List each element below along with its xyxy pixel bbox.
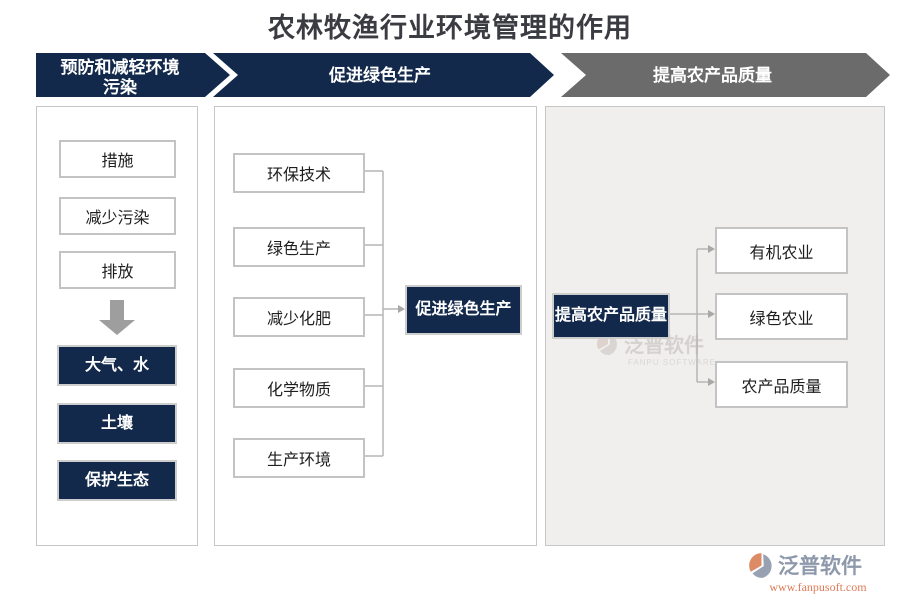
- box-production-environment: 生产环境: [233, 438, 365, 478]
- chevron-band: [36, 53, 890, 97]
- watermark-subtitle-text: FANPU SOFTWARE: [628, 358, 716, 367]
- box-improve-product-quality: 提高农产品质量: [552, 293, 670, 339]
- box-chemicals: 化学物质: [233, 368, 365, 408]
- box-env-technology: 环保技术: [233, 153, 365, 193]
- footer-logo: 泛普软件 www.fanpusoft.com: [748, 550, 888, 595]
- box-reduce-fertilizer: 减少化肥: [233, 297, 365, 337]
- box-emissions: 排放: [59, 251, 176, 289]
- box-green-production: 绿色生产: [233, 227, 365, 267]
- down-arrow-icon: [99, 300, 135, 335]
- box-promote-green-production: 促进绿色生产: [405, 285, 522, 335]
- chevron-segment-3-shape: [561, 53, 890, 97]
- band-label-prevention: 预防和减轻环境污染: [60, 58, 180, 97]
- box-measures: 措施: [59, 140, 176, 178]
- fanpu-logo-icon: [749, 552, 772, 578]
- box-protect-ecology: 保护生态: [57, 460, 177, 501]
- chevron-segment-1-shape: [36, 53, 230, 97]
- box-air-water: 大气、水: [57, 345, 177, 386]
- chevron-segment-2-shape: [213, 53, 554, 97]
- box-agri-product-quality: 农产品质量: [715, 361, 848, 408]
- box-reduce-pollution: 减少污染: [59, 197, 176, 235]
- box-green-agriculture: 绿色农业: [715, 293, 848, 340]
- watermark-brand-text: 泛普软件: [624, 335, 704, 357]
- band-label-product-quality: 提高农产品质量: [653, 66, 772, 85]
- box-soil: 土壤: [57, 403, 177, 444]
- box-organic-agriculture: 有机农业: [715, 227, 848, 274]
- band-label-green-production: 促进绿色生产: [329, 66, 431, 85]
- footer-brand-text: 泛普软件: [778, 555, 862, 578]
- footer-url-text: www.fanpusoft.com: [769, 580, 867, 594]
- page-title: 农林牧渔行业环境管理的作用: [268, 13, 632, 43]
